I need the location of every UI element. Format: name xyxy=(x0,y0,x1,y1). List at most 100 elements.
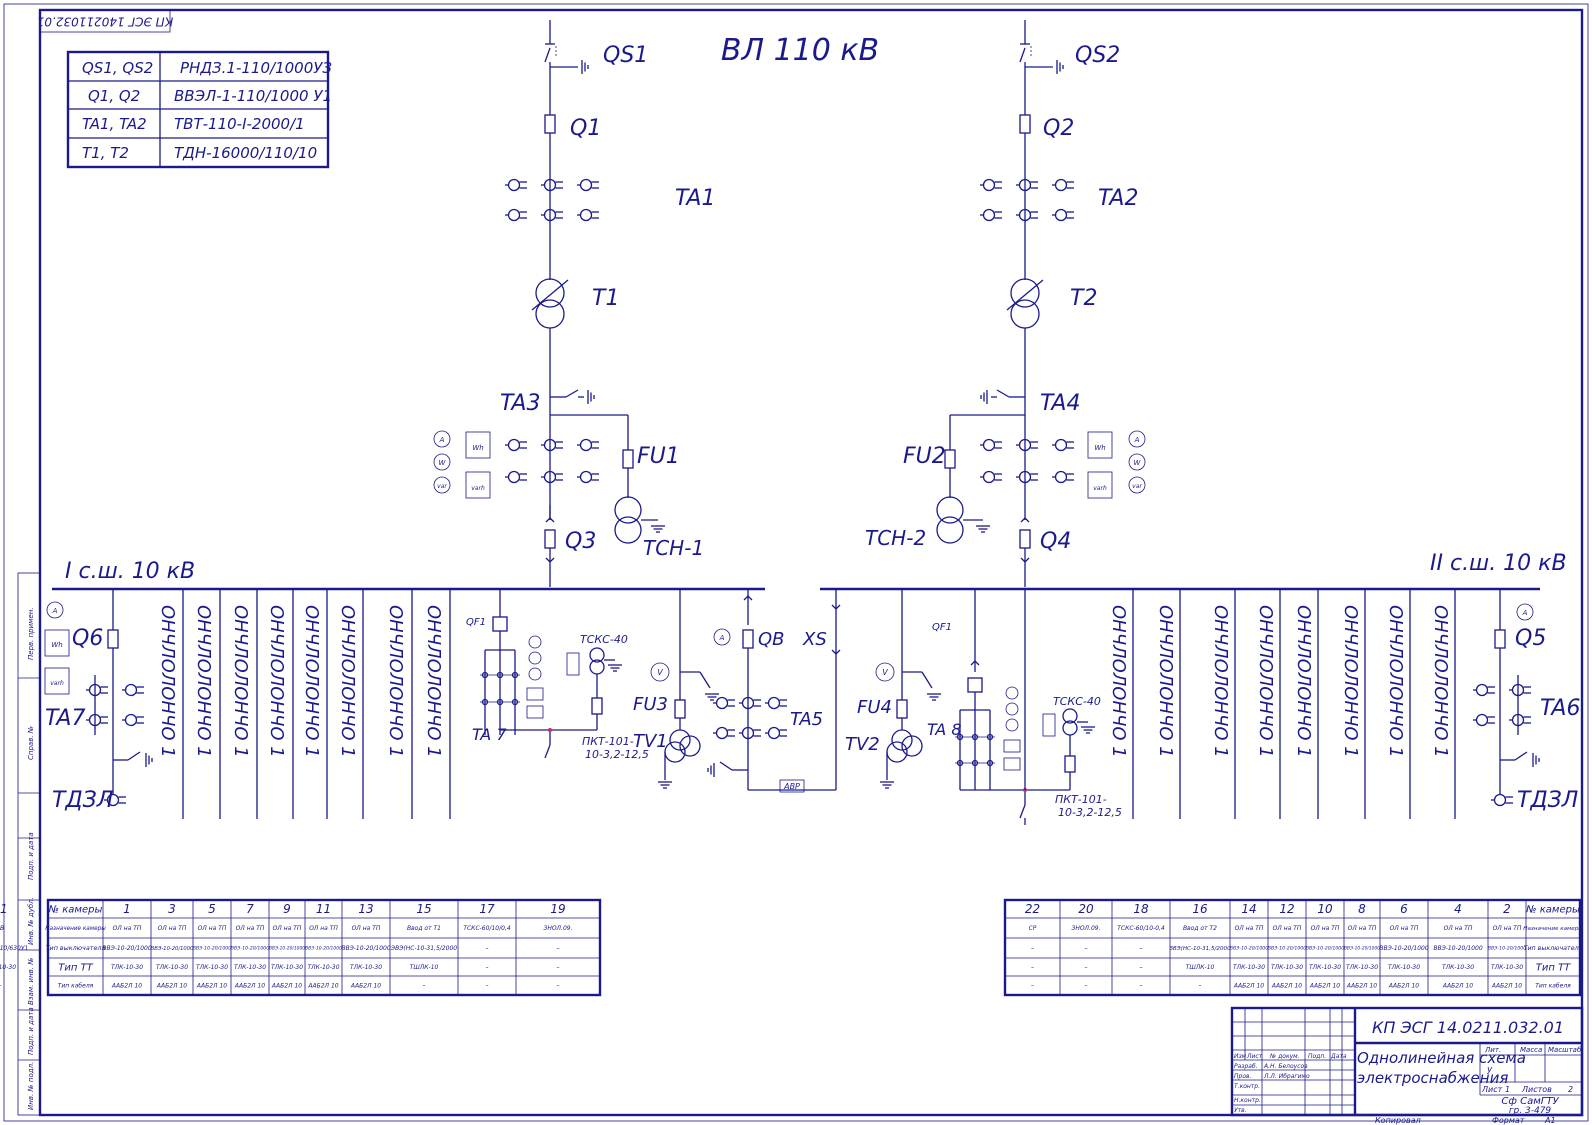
right-table-cell: ОЛ на ТП xyxy=(1390,925,1419,932)
meter-wh-right: Wh xyxy=(1094,444,1105,452)
right-table-cell: 12 xyxy=(1279,902,1294,916)
meter-var-right: var xyxy=(1132,483,1142,490)
left-table-cell: 3 xyxy=(168,902,176,916)
tb-col-list: Лист xyxy=(1246,1053,1263,1060)
tb-code: КП ЭСГ 14.0211.032.01 xyxy=(1372,1018,1564,1037)
feeder-label-l6: ОНЧЛОЛОНЧО 1 xyxy=(337,605,358,758)
t1-primary xyxy=(535,278,565,308)
label-ta8: TA 8 xyxy=(927,720,962,739)
tsn1-primary xyxy=(614,496,642,524)
left-table-cell: – xyxy=(486,945,489,952)
left-table-cell: ААБ2Л 10 xyxy=(196,983,227,990)
stamp-sprav: Справ. № xyxy=(27,726,35,760)
right-table-cell: Ввод от Т2 xyxy=(1183,925,1217,932)
label-ta7-left: TA7 xyxy=(45,706,85,731)
right-table-cell: ТЛК-10-30 xyxy=(1309,964,1341,971)
t1-secondary xyxy=(535,299,565,329)
fu1-fuse xyxy=(622,449,634,469)
left-table-cell: 17 xyxy=(479,902,495,916)
label-ta2: TA2 xyxy=(1098,186,1138,211)
tb-sheets: Листов xyxy=(1521,1085,1552,1094)
right-table-cell: ОЛ на ТП xyxy=(1348,925,1377,932)
spec-code-3: T1, T2 xyxy=(82,144,129,162)
tb-org-2: гр. 3-479 xyxy=(1509,1106,1552,1116)
right-table-cell: 16 xyxy=(1192,902,1208,916)
right-table-cell: 22 xyxy=(1025,902,1040,916)
label-pkt-left-1: ПКТ-101- xyxy=(582,735,634,748)
feeder-label-l1: ОНЧЛОЛОНЧО 1 xyxy=(157,605,178,758)
tb-format: Формат xyxy=(1492,1116,1525,1125)
left-table-cell: ТЛК-10-30 xyxy=(156,964,188,971)
left-feeders: ОНЧЛОЛОНЧО 1 ОНЧЛОЛОНЧО 1 ОНЧЛОЛОНЧО 1 О… xyxy=(157,588,451,820)
right-table-cell: – xyxy=(1085,945,1088,952)
right-table-cell: ТЛК-10-30 xyxy=(1271,964,1303,971)
label-q2: Q2 xyxy=(1043,116,1074,141)
label-tv1: TV1 xyxy=(633,731,668,752)
tv1-cell: V FU3 TV1 xyxy=(633,589,720,789)
right-table-cell: ААБ2Л 10 xyxy=(1442,983,1473,990)
meter-w-right: W xyxy=(1134,459,1142,467)
feeder-label-l8: ОНЧЛОЛОНЧО 1 xyxy=(423,605,444,758)
left-table-cell: ВВЭ-10-20/1000 xyxy=(305,946,342,952)
tb-name-1: Однолинейная схема xyxy=(1357,1049,1526,1067)
label-xs: XS xyxy=(802,629,827,650)
right-table-cell: – xyxy=(1085,964,1088,971)
tv2-meter-v: V xyxy=(882,668,888,677)
tb-prov: Пров. xyxy=(1234,1073,1252,1080)
left-table-cell: ВВЭ-10-20/1000 xyxy=(102,945,151,952)
right-table-cell: 8 xyxy=(1358,902,1366,916)
q2-breaker xyxy=(1019,114,1031,134)
tb-utv: Утв. xyxy=(1234,1107,1247,1114)
right-table-cell: СР xyxy=(1029,925,1037,932)
left-table-cell: ВВЭ-10-20/1000 xyxy=(269,946,305,952)
feeder-label-l4: ОНЧЛОЛОНЧО 1 xyxy=(266,605,287,758)
left-table-cell: 9 xyxy=(283,902,291,916)
stamp-inv-podl: Инв. № подл. xyxy=(27,1062,35,1110)
left-table-cell: СВ xyxy=(0,925,4,932)
label-tv2: TV2 xyxy=(845,734,880,755)
meter-varh-left: varh xyxy=(471,485,485,492)
left-table-cell: Назначение камеры xyxy=(45,926,106,932)
feeder-label-r8: ОНЧЛОЛОНЧО 1 xyxy=(1430,605,1451,758)
left-table-cell: – xyxy=(557,983,560,990)
left-table-cell: ОЛ на ТП xyxy=(158,925,187,932)
label-qb: QB xyxy=(758,629,785,650)
right-table-cell: – xyxy=(1031,964,1034,971)
qb-cell: QB A TA5 АВР XS xyxy=(707,589,841,793)
label-ta4: TA4 xyxy=(1040,391,1080,416)
left-table-cell: 7 xyxy=(246,902,254,916)
left-table-cell: ОЛ на ТП xyxy=(113,925,142,932)
right-table-cell: Назначение камеры xyxy=(1523,926,1583,932)
right-table-cell: ВВЭ-10-20/1000 xyxy=(1230,946,1269,952)
label-pkt-right-2: 10-3,2-12,5 xyxy=(1058,806,1122,819)
right-table-cell: – xyxy=(1140,983,1143,990)
feeder-label-l5: ОНЧЛОЛОНЧО 1 xyxy=(301,605,322,758)
left-table-cell: ОЛ на ТП xyxy=(309,925,338,932)
tb-kopiroval: Копировал xyxy=(1375,1116,1421,1125)
label-pkt-left-2: 10-3,2-12,5 xyxy=(585,748,649,761)
right-table-cell: ЗВЭ(НС-10-31,5/2000 xyxy=(1169,946,1231,952)
right-table-cell: ОЛ на ТП xyxy=(1273,925,1302,932)
stamp-podp-1: Подп. и дата xyxy=(27,832,35,880)
meter-a-right: A xyxy=(1134,436,1140,444)
label-ta6: TA6 xyxy=(1540,696,1580,721)
right-table-cell: ВВЭ-10-20/1000 xyxy=(1306,946,1345,952)
tv2-cell: V FU4 TV2 xyxy=(845,589,942,789)
right-table-cell: ЗНОЛ.09. xyxy=(1071,925,1100,932)
meter-wh-left: Wh xyxy=(472,444,483,452)
right-table-cell: 20 xyxy=(1078,902,1094,916)
right-table-cell: ВВЭ-10-20/1000 xyxy=(1433,945,1482,952)
right-table-cell: ТСКС-60/10-0,4 xyxy=(1117,925,1165,932)
left-table-cell: ААБ2Л 10 xyxy=(156,983,187,990)
tb-sheet: Лист xyxy=(1481,1085,1503,1094)
right-table-cell: ОЛ на ТП xyxy=(1493,925,1522,932)
right-table-cell: ААБ2Л 10 xyxy=(1388,983,1419,990)
spec-code-1: Q1, Q2 xyxy=(88,87,140,105)
tb-razrab: Разраб. xyxy=(1234,1063,1258,1070)
right-table-cell: ВВЭ-10-20/1000 xyxy=(1488,946,1527,952)
left-table-cell: – xyxy=(486,964,489,971)
tb-col-sign: Подп. xyxy=(1308,1053,1326,1060)
label-qs1: QS1 xyxy=(603,43,648,68)
right-table-cell: – xyxy=(1199,983,1202,990)
